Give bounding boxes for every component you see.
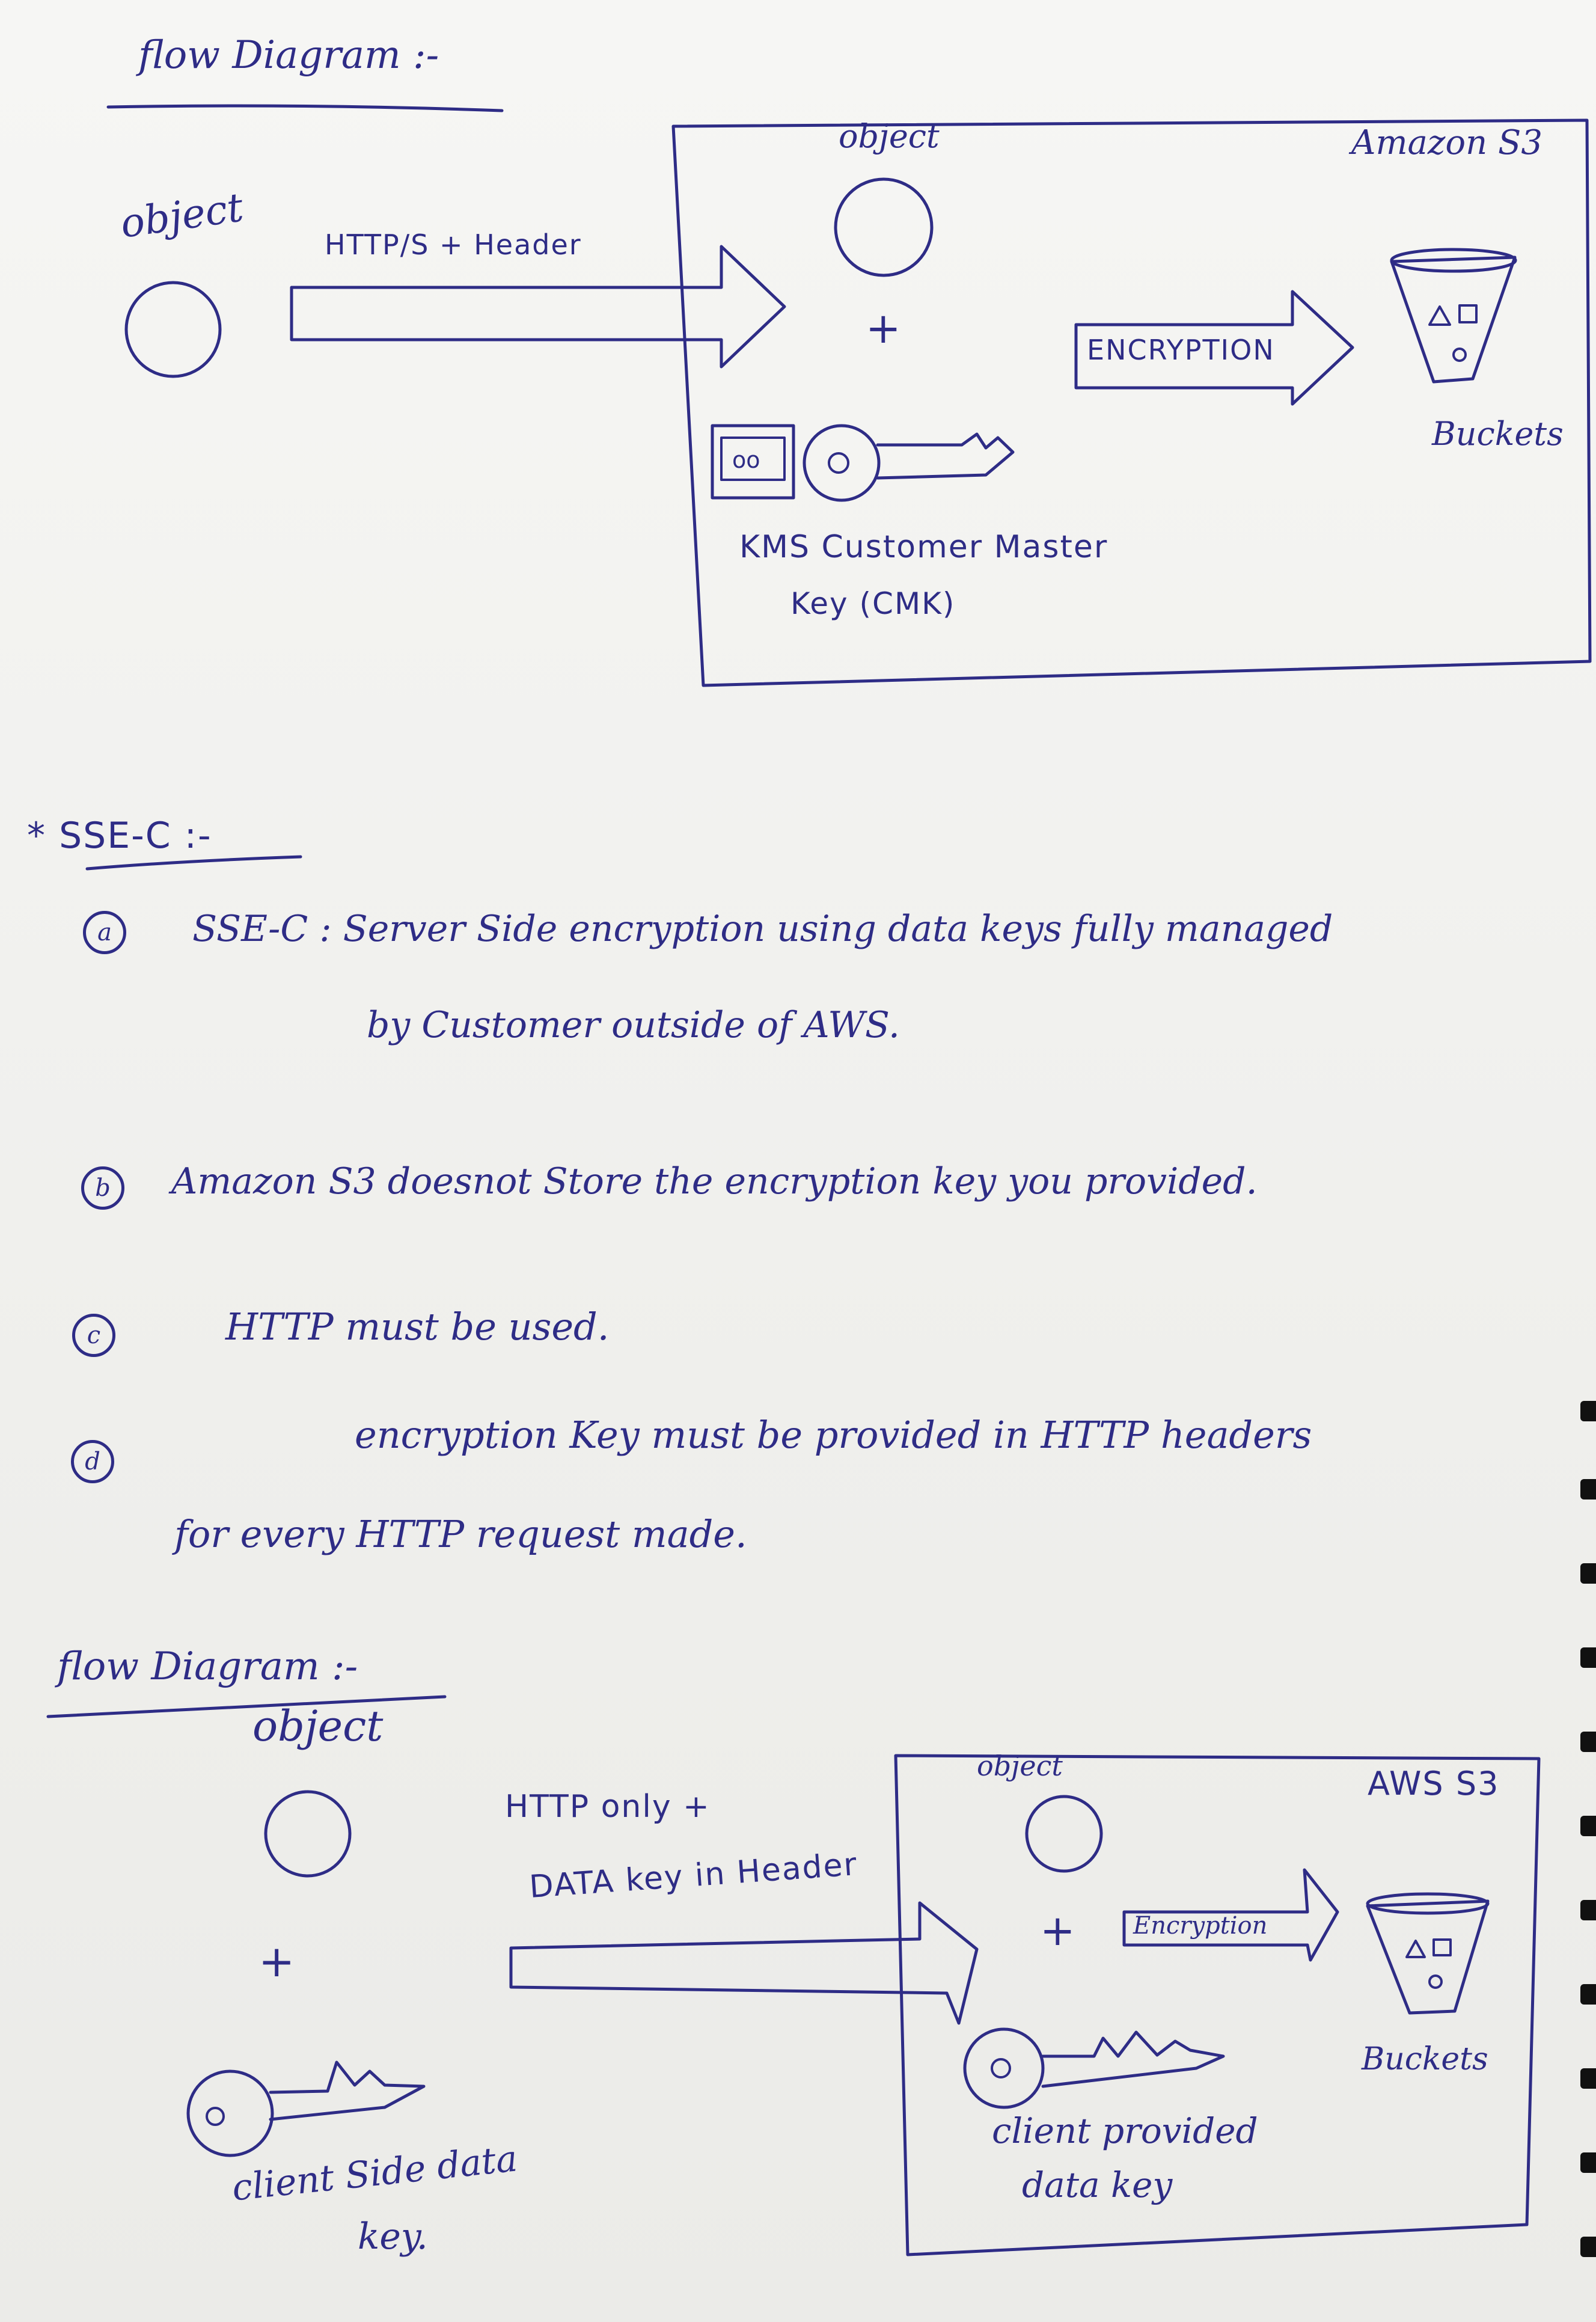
title-underline bbox=[106, 104, 504, 112]
spiral-binding bbox=[1580, 1732, 1596, 1752]
buckets-label: Buckets bbox=[1362, 2041, 1488, 2077]
diagram1-title: flow Diagram :- bbox=[138, 33, 439, 78]
client-key-icon bbox=[186, 2069, 274, 2157]
object-label: object bbox=[252, 1702, 384, 1751]
point-a-line2: by Customer outside of AWS. bbox=[367, 1004, 900, 1046]
aws-s3-box bbox=[894, 1754, 1541, 2256]
http-arrow bbox=[509, 1901, 979, 2025]
buckets-label: Buckets bbox=[1432, 415, 1564, 453]
object-circle bbox=[264, 1790, 352, 1878]
encryption-label: ENCRYPTION bbox=[1087, 334, 1275, 366]
client-key-line2: key. bbox=[358, 2216, 428, 2258]
point-a-line1: SSE-C : Server Side encryption using dat… bbox=[192, 908, 1333, 950]
title-underline bbox=[46, 1695, 447, 1718]
point-d-line1: encryption Key must be provided in HTTP … bbox=[355, 1413, 1312, 1457]
svg-text:oo: oo bbox=[732, 447, 760, 473]
s3-label: Amazon S3 bbox=[1351, 123, 1543, 162]
marker-d: d bbox=[71, 1440, 114, 1483]
spiral-binding bbox=[1580, 2068, 1596, 2089]
s3-label: AWS S3 bbox=[1368, 1765, 1500, 1803]
box-object-label: object bbox=[839, 117, 940, 155]
amazon-s3-box bbox=[671, 118, 1592, 687]
spiral-binding bbox=[1580, 2152, 1596, 2173]
object-circle bbox=[124, 281, 222, 378]
spiral-binding bbox=[1580, 1816, 1596, 1836]
spiral-binding bbox=[1580, 2237, 1596, 2257]
point-c-line1: HTTP must be used. bbox=[225, 1305, 610, 1349]
plus-sign: + bbox=[258, 1936, 296, 1987]
plus-sign: + bbox=[1040, 1906, 1077, 1955]
bucket-icon bbox=[1366, 1899, 1490, 2015]
client-provided-line2: data key bbox=[1022, 2164, 1173, 2205]
marker-b: b bbox=[81, 1166, 124, 1210]
encryption-arrow bbox=[1122, 1868, 1339, 1962]
kms-label-line1: KMS Customer Master bbox=[739, 529, 1108, 565]
heading-underline bbox=[85, 855, 302, 871]
encryption-arrow bbox=[1074, 290, 1354, 406]
plus-sign: + bbox=[866, 304, 902, 353]
client-provided-line1: client provided bbox=[992, 2110, 1258, 2151]
spiral-binding bbox=[1580, 1984, 1596, 2005]
object-circle bbox=[1025, 1795, 1103, 1873]
kms-label-line2: Key (CMK) bbox=[790, 586, 956, 621]
data-key-icon bbox=[963, 2027, 1045, 2109]
spiral-binding bbox=[1580, 1563, 1596, 1584]
point-d-line2: for every HTTP request made. bbox=[174, 1512, 747, 1556]
kms-icon bbox=[711, 424, 795, 500]
spiral-binding bbox=[1580, 1900, 1596, 1920]
encryption-label: Encryption bbox=[1133, 1912, 1268, 1940]
spiral-binding bbox=[1580, 1479, 1596, 1499]
key-icon bbox=[803, 424, 881, 502]
point-b-line1: Amazon S3 doesnot Store the encryption k… bbox=[171, 1160, 1258, 1202]
object-circle bbox=[834, 177, 934, 277]
spiral-binding bbox=[1580, 1401, 1596, 1421]
marker-c: c bbox=[72, 1314, 115, 1357]
arrow-label-line1: HTTP only + bbox=[505, 1789, 711, 1825]
box-object-label: object bbox=[977, 1750, 1063, 1782]
arrow-label: HTTP/S + Header bbox=[325, 228, 582, 261]
spiral-binding bbox=[1580, 1647, 1596, 1668]
sse-c-heading: * SSE-C :- bbox=[27, 815, 212, 857]
https-arrow bbox=[290, 245, 786, 369]
marker-a: a bbox=[83, 911, 126, 954]
bucket-icon bbox=[1390, 256, 1517, 384]
diagram2-title: flow Diagram :- bbox=[57, 1644, 358, 1689]
